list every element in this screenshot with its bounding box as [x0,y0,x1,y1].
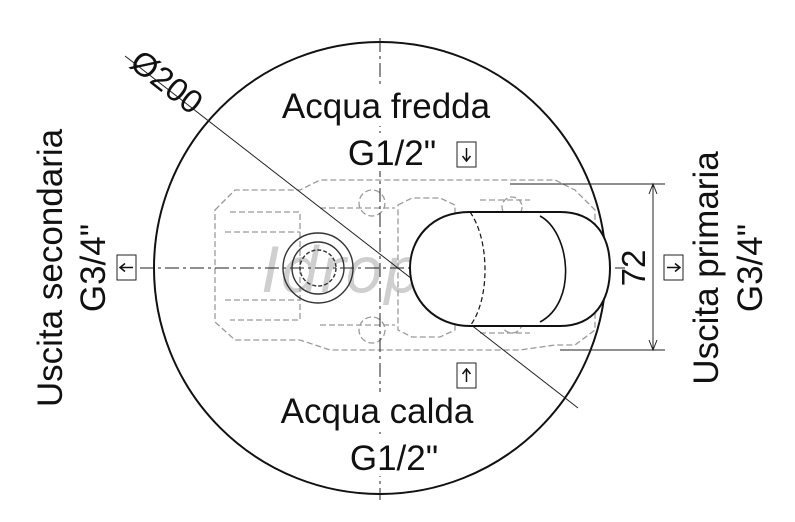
secondary-outlet-fitting [282,232,354,304]
cold-water-name: Acqua fredda [282,87,491,126]
valve-body-hidden-outline [214,179,596,351]
secondary-outlet-name: Uscita secondaria [31,128,70,407]
hot-water-label: Acqua calda G1/2" [270,392,484,478]
height-dimension-lines [510,182,665,352]
cold-water-label: Acqua fredda G1/2" [270,86,502,173]
primary-outlet-thread: G3/4" [731,224,770,312]
hot-water-thread: G1/2" [350,439,438,478]
arrow-up-icon [456,362,477,389]
arrow-right-icon [663,254,684,281]
height-dimension-label: 72 [615,250,652,287]
diameter-leader [124,55,579,409]
cold-water-thread: G1/2" [348,134,436,173]
hot-water-name: Acqua calda [281,392,474,431]
arrow-left-icon [116,254,137,281]
spout-body [408,211,612,327]
diameter-label: Ø200 [124,42,210,121]
primary-outlet-name: Uscita primaria [687,151,726,385]
secondary-outlet-thread: G3/4" [74,224,113,312]
arrow-down-icon [456,141,477,168]
